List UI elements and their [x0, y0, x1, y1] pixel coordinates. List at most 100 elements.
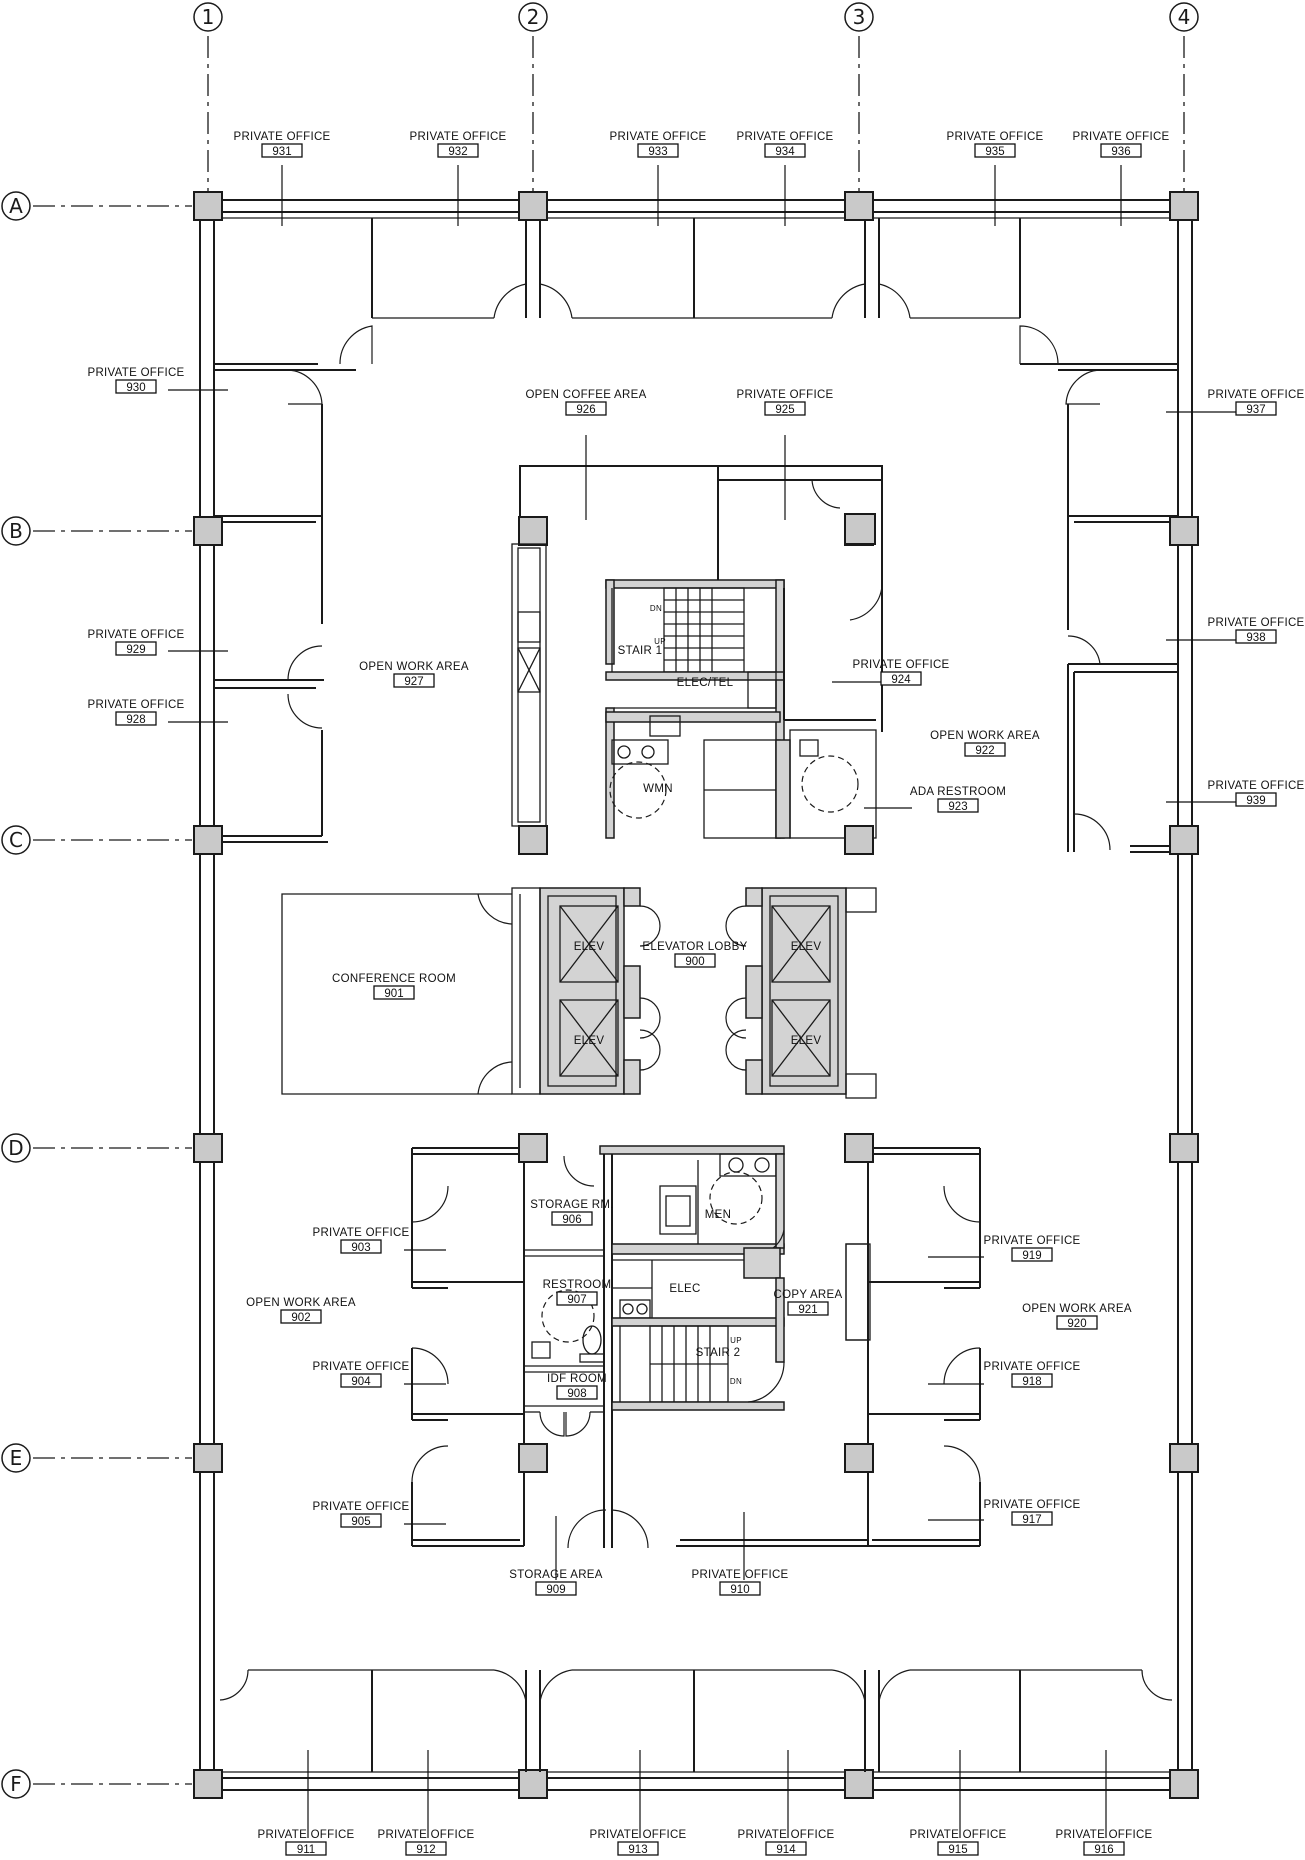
- room-number-box: [115, 379, 157, 394]
- room-number-box: [285, 1841, 327, 1856]
- room-tag: PRIVATE OFFICE 925: [736, 389, 833, 416]
- north-office-walls: [214, 218, 1178, 371]
- room-number: 911: [297, 1844, 315, 1856]
- stair-2-up-label: UP: [730, 1336, 742, 1345]
- room-name: PRIVATE OFFICE: [609, 131, 706, 143]
- room-name: IDF ROOM: [547, 1373, 607, 1385]
- grid-label: E: [10, 1446, 23, 1470]
- room-name: OPEN WORK AREA: [930, 730, 1040, 742]
- room-name: PRIVATE OFFICE: [312, 1501, 409, 1513]
- room-number: 909: [546, 1584, 565, 1596]
- room-name: OPEN COFFEE AREA: [525, 389, 646, 401]
- room-number: 920: [1067, 1318, 1086, 1330]
- room-name: PRIVATE OFFICE: [946, 131, 1043, 143]
- room-number-box: [674, 953, 716, 968]
- room-name: PRIVATE OFFICE: [736, 389, 833, 401]
- room-number: 925: [775, 404, 794, 416]
- room-tag: STORAGE RM.906: [530, 1199, 613, 1226]
- room-number: 903: [351, 1242, 370, 1254]
- grid-bubble-F: F: [1, 1769, 31, 1799]
- east-office-walls: [1067, 404, 1178, 853]
- room-number-box: [373, 985, 415, 1000]
- room-number: 907: [567, 1294, 586, 1306]
- room-name: PRIVATE OFFICE: [909, 1829, 1006, 1841]
- room-number: 901: [384, 988, 403, 1000]
- room-number-box: [880, 671, 922, 686]
- stair-2-label: STAIR 2: [696, 1347, 741, 1359]
- structural-columns: [193, 191, 1199, 1799]
- room-number: 919: [1022, 1250, 1041, 1262]
- room-name: STORAGE AREA: [509, 1569, 603, 1581]
- room-name: PRIVATE OFFICE: [737, 1829, 834, 1841]
- grid-bubble-1: 1: [193, 2, 223, 32]
- room-number: 930: [126, 382, 145, 394]
- womens-restroom-label: WMN: [643, 783, 673, 795]
- grid-label: 2: [527, 5, 540, 29]
- room-number-box: [405, 1841, 447, 1856]
- room-number: 902: [291, 1312, 310, 1324]
- room-number: 937: [1246, 404, 1265, 416]
- room-name: PRIVATE OFFICE: [983, 1235, 1080, 1247]
- room-number-box: [974, 143, 1016, 158]
- room-number-box: [1011, 1373, 1053, 1388]
- room-number-box: [719, 1581, 761, 1596]
- upper-core: [511, 465, 883, 855]
- room-number: 933: [648, 146, 667, 158]
- room-number: 938: [1246, 632, 1265, 644]
- room-tag: OPEN WORK AREA 922: [930, 730, 1040, 757]
- elec-label: ELEC: [669, 1283, 700, 1295]
- room-number: 931: [272, 146, 291, 158]
- room-number-box: [1235, 401, 1277, 416]
- room-number: 922: [975, 745, 994, 757]
- elevator-3-label: ELEV: [791, 941, 822, 953]
- room-number-box: [535, 1581, 577, 1596]
- room-number: 932: [448, 146, 467, 158]
- exterior-walls: [199, 199, 1193, 1791]
- north-doors: [287, 283, 1101, 405]
- east-lower-office-walls: [845, 1148, 981, 1547]
- grid-label: C: [9, 828, 23, 852]
- room-number-box: [393, 673, 435, 688]
- east-doors: [1067, 635, 1111, 851]
- room-number-box: [617, 1841, 659, 1856]
- grid-lines: [33, 36, 1185, 1785]
- grid-bubble-D: D: [1, 1133, 31, 1163]
- grid-label: 4: [1178, 5, 1191, 29]
- room-number: 913: [628, 1844, 647, 1856]
- grid-label: D: [8, 1136, 23, 1160]
- room-number: 912: [416, 1844, 435, 1856]
- room-number-box: [1056, 1315, 1098, 1330]
- room-name: PRIVATE OFFICE: [1207, 780, 1304, 792]
- room-number-box: [115, 641, 157, 656]
- room-name: PRIVATE OFFICE: [377, 1829, 474, 1841]
- room-number-box: [340, 1239, 382, 1254]
- stair-1-label: STAIR 1: [618, 645, 663, 657]
- grid-label: B: [9, 519, 23, 543]
- room-name: PRIVATE OFFICE: [852, 659, 949, 671]
- grid-bubble-B: B: [1, 516, 31, 546]
- room-number: 923: [948, 801, 967, 813]
- room-number-box: [1235, 629, 1277, 644]
- grid-bubble-3: 3: [844, 2, 874, 32]
- room-number: 900: [685, 956, 704, 968]
- stair-1-up-label: UP: [654, 637, 666, 646]
